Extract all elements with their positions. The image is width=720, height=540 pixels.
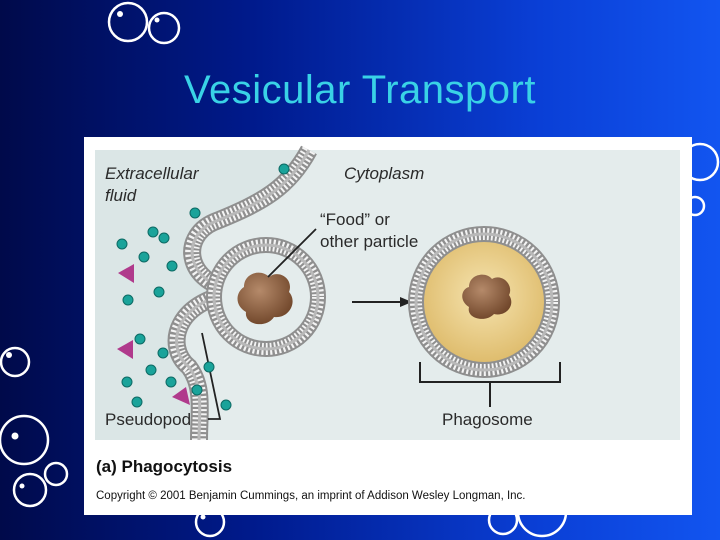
bubble <box>12 472 48 508</box>
copyright-notice: Copyright © 2001 Benjamin Cummings, an i… <box>96 490 526 502</box>
bubble <box>0 414 50 466</box>
bubble <box>107 1 149 43</box>
label-food-line2: other particle <box>320 232 418 251</box>
extracellular-particles <box>116 163 290 411</box>
bubble <box>43 461 69 487</box>
bubble <box>147 11 181 45</box>
label-extracellular-line2: fluid <box>105 186 137 205</box>
extracellular-triangles <box>117 264 190 405</box>
bubble <box>0 346 31 378</box>
engulfed-particle <box>462 274 512 319</box>
phagosome-vesicle <box>408 226 560 378</box>
label-phagosome: Phagosome <box>442 410 533 429</box>
figure-caption: (a) Phagocytosis <box>96 457 233 476</box>
label-food-line1: “Food” or <box>320 210 390 229</box>
phagocytosis-diagram: Extracellular fluid Cytoplasm “Food” or … <box>95 145 680 441</box>
label-pseudopod: Pseudopod <box>105 410 191 429</box>
phagocytosis-figure: Extracellular fluid Cytoplasm “Food” or … <box>84 137 692 515</box>
food-particle <box>237 272 293 325</box>
label-cytoplasm: Cytoplasm <box>344 164 424 183</box>
phagosome-bracket <box>419 362 561 407</box>
label-extracellular-line1: Extracellular <box>105 164 200 183</box>
process-arrow <box>352 297 412 307</box>
slide-title: Vesicular Transport <box>184 68 536 112</box>
food-pointer-line <box>267 228 317 278</box>
